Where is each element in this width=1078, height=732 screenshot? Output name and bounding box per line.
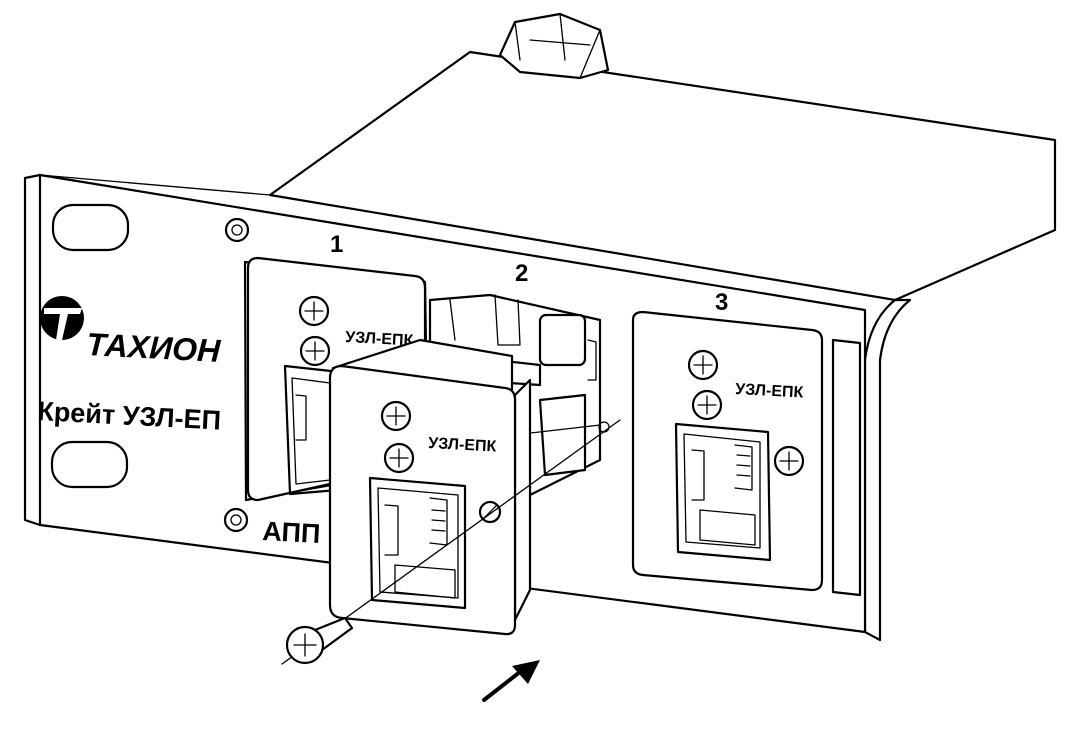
- slot2-screw-upper: [380, 400, 412, 432]
- slot-number-1: 1: [330, 231, 343, 258]
- slot-number-3: 3: [715, 289, 728, 316]
- brand-name: ТАХИОН: [86, 326, 222, 369]
- slot3-module-label: УЗЛ-ЕПК: [735, 381, 804, 402]
- slot-4-blank: [831, 338, 862, 597]
- bottom-label: АПП: [262, 516, 321, 549]
- slot-3: УЗЛ-ЕПК: [631, 310, 824, 592]
- insertion-direction-arrow-icon: [482, 660, 540, 702]
- rack-slot-top: [51, 203, 130, 252]
- slot3-screw-lower: [691, 389, 723, 421]
- slot-number-2: 2: [515, 260, 528, 287]
- loose-screw: [285, 616, 354, 665]
- slot2-screw-lower: [383, 442, 415, 474]
- slot1-screw-lower: [299, 335, 331, 367]
- panel-screw-top: [224, 217, 250, 243]
- rack-slot-bottom: [50, 440, 129, 489]
- slot2-module-label: УЗЛ-ЕПК: [428, 435, 497, 456]
- crate-chassis: [268, 12, 1057, 642]
- slot1-module-label: УЗЛ-ЕПК: [345, 329, 414, 350]
- slot3-screw-upper: [687, 349, 719, 381]
- slot1-screw-upper: [298, 295, 330, 327]
- slot-2-module-removable: УЗЛ-ЕПК: [328, 338, 532, 636]
- slot3-side-screw: [773, 445, 805, 477]
- panel-screw-bottom: [223, 507, 249, 533]
- tachion-logo-icon: [40, 296, 84, 340]
- rear-connector: [498, 12, 610, 80]
- slot3-rj45-port: [674, 422, 772, 562]
- target-hole-marker: [598, 421, 610, 433]
